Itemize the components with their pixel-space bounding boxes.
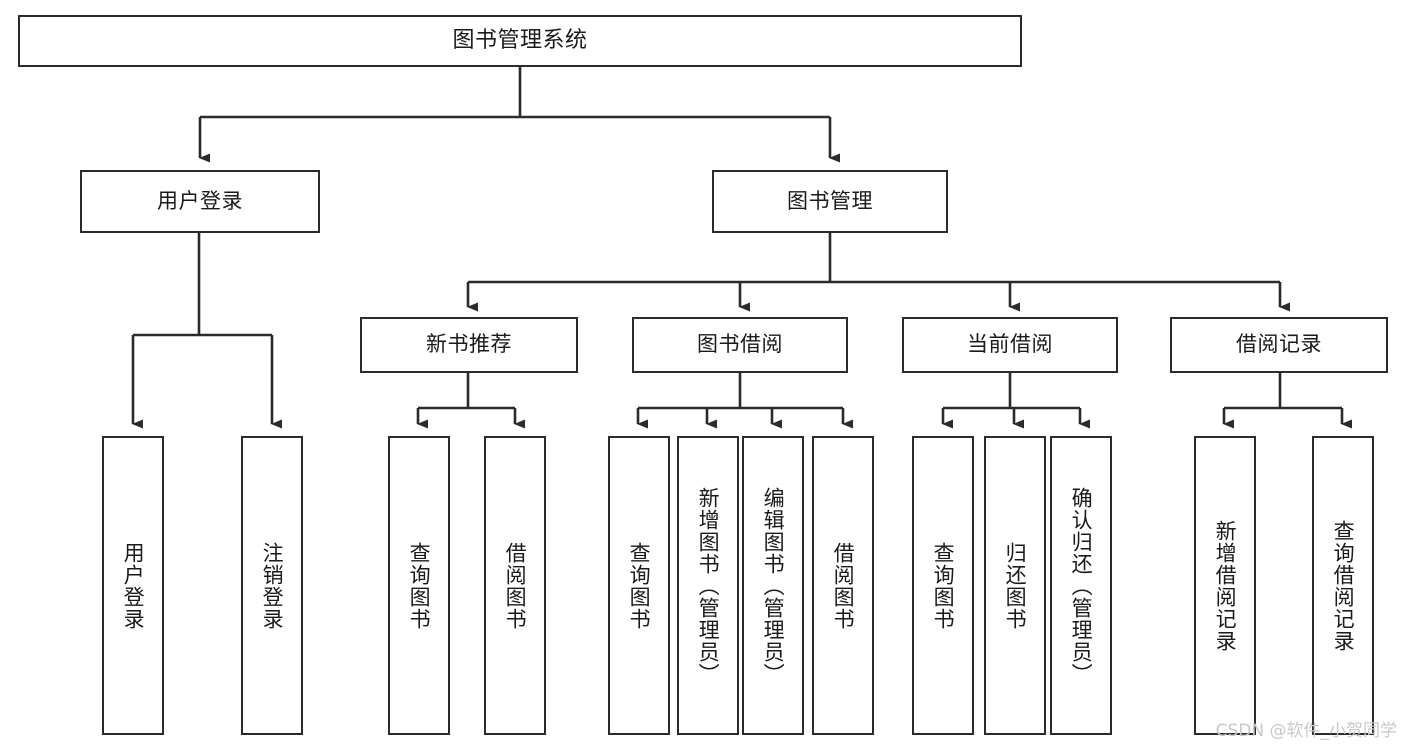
leaf-borrow-add-book-admin[interactable]: 新增图书（管理员） bbox=[677, 436, 739, 735]
node-label: 新增图书（管理员） bbox=[696, 486, 721, 685]
node-label: 注销登录 bbox=[260, 541, 285, 630]
node-user-login[interactable]: 用户登录 bbox=[80, 170, 320, 233]
leaf-current-confirm-return-admin[interactable]: 确认归还（管理员） bbox=[1050, 436, 1112, 735]
node-book-management[interactable]: 图书管理 bbox=[712, 170, 948, 233]
node-borrow-record[interactable]: 借阅记录 bbox=[1170, 317, 1388, 373]
node-label: 编辑图书（管理员） bbox=[761, 486, 786, 685]
leaf-borrow-edit-book-admin[interactable]: 编辑图书（管理员） bbox=[742, 436, 804, 735]
node-label: 用户登录 bbox=[157, 188, 243, 213]
node-new-book-recommend[interactable]: 新书推荐 bbox=[360, 317, 578, 373]
node-label: 新书推荐 bbox=[426, 332, 512, 357]
node-label: 查询图书 bbox=[627, 541, 652, 630]
node-label: 归还图书 bbox=[1003, 541, 1028, 630]
node-label: 新增借阅记录 bbox=[1213, 519, 1238, 652]
node-label: 借阅图书 bbox=[831, 541, 856, 630]
node-label: 当前借阅 bbox=[967, 332, 1053, 357]
node-label: 图书管理系统 bbox=[452, 27, 588, 53]
node-label: 查询借阅记录 bbox=[1331, 519, 1356, 652]
node-label: 借阅图书 bbox=[503, 541, 528, 630]
node-label: 图书管理 bbox=[787, 188, 873, 213]
node-label: 借阅记录 bbox=[1236, 332, 1322, 357]
leaf-new-book-borrow[interactable]: 借阅图书 bbox=[484, 436, 546, 735]
leaf-user-login[interactable]: 用户登录 bbox=[102, 436, 164, 735]
node-label: 确认归还（管理员） bbox=[1069, 486, 1094, 685]
leaf-borrow-query-book[interactable]: 查询图书 bbox=[608, 436, 670, 735]
leaf-borrow-borrow-book[interactable]: 借阅图书 bbox=[812, 436, 874, 735]
leaf-current-query-book[interactable]: 查询图书 bbox=[912, 436, 974, 735]
node-book-borrow[interactable]: 图书借阅 bbox=[632, 317, 848, 373]
leaf-record-query[interactable]: 查询借阅记录 bbox=[1312, 436, 1374, 735]
watermark-text: CSDN @软件_小贺同学 bbox=[1215, 721, 1397, 741]
leaf-logout[interactable]: 注销登录 bbox=[241, 436, 303, 735]
node-label: 查询图书 bbox=[407, 541, 432, 630]
leaf-new-book-query[interactable]: 查询图书 bbox=[388, 436, 450, 735]
node-label: 查询图书 bbox=[931, 541, 956, 630]
node-label: 图书借阅 bbox=[697, 332, 783, 357]
node-label: 用户登录 bbox=[121, 541, 146, 630]
node-current-borrow[interactable]: 当前借阅 bbox=[902, 317, 1118, 373]
node-root-system[interactable]: 图书管理系统 bbox=[18, 15, 1022, 67]
leaf-record-add[interactable]: 新增借阅记录 bbox=[1194, 436, 1256, 735]
leaf-current-return-book[interactable]: 归还图书 bbox=[984, 436, 1046, 735]
